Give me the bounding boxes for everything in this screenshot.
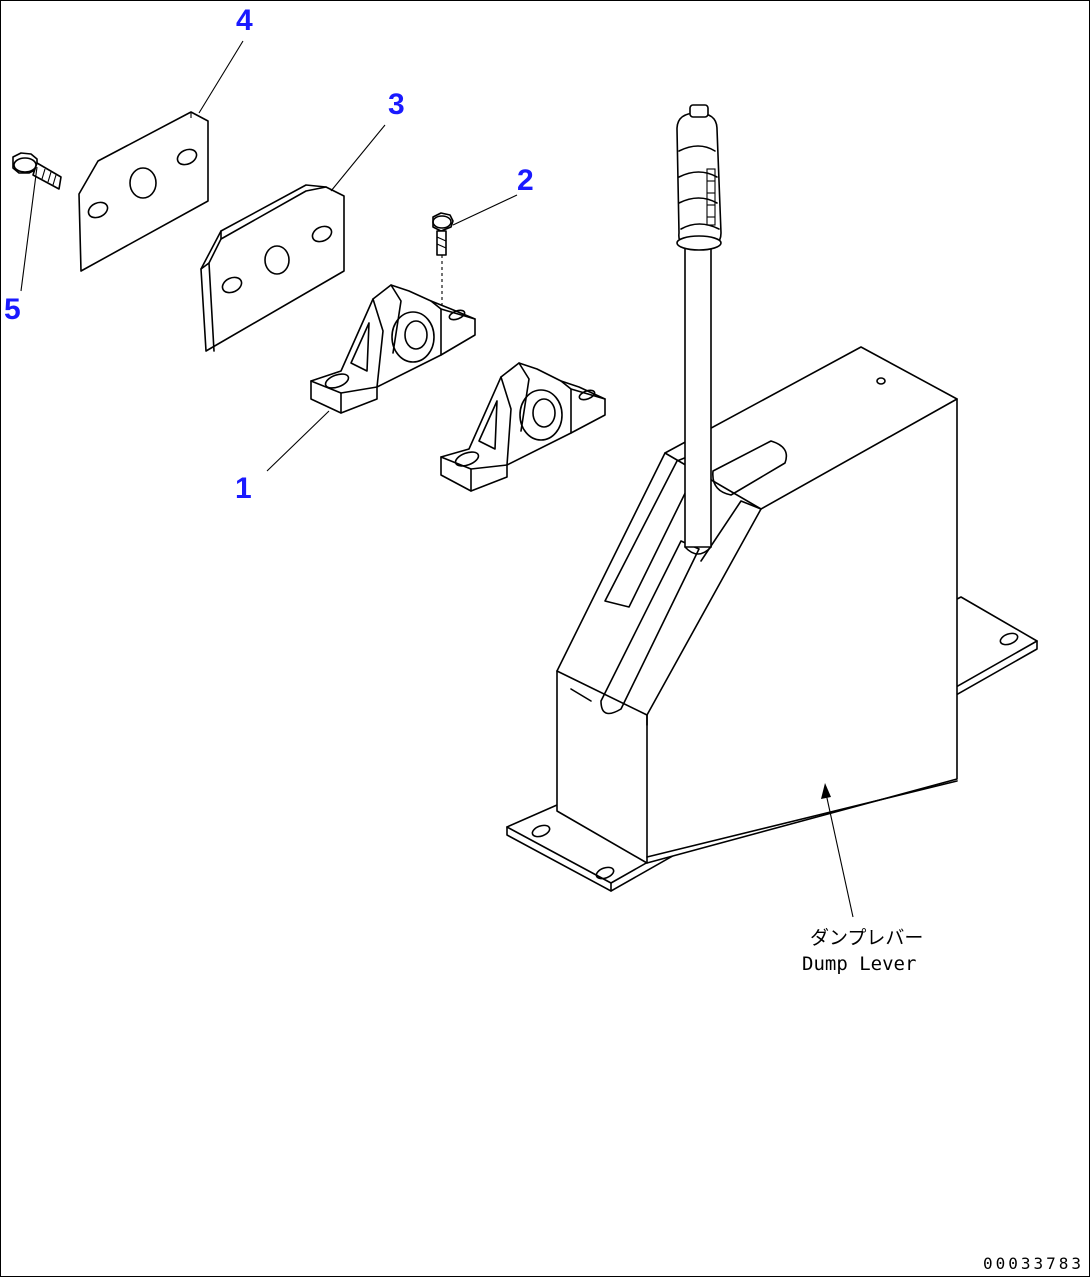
leader-3: [330, 124, 386, 192]
caption-japanese: ダンプレバー: [810, 927, 924, 949]
drawing-code: 00033783: [982, 1254, 1084, 1273]
leader-4: [198, 40, 244, 114]
part-3-plate: [200, 184, 345, 352]
part-4-plate: [78, 111, 209, 272]
part-1-bracket-second: [440, 362, 606, 492]
leader-5: [20, 166, 38, 292]
leader-arrowhead: [821, 783, 831, 799]
part-1-bracket: [310, 284, 476, 414]
leader-dump-lever: [824, 788, 854, 918]
caption-english: Dump Lever: [802, 953, 917, 975]
callout-1: 1: [235, 472, 252, 505]
leader-1: [266, 410, 330, 472]
callout-3: 3: [388, 88, 405, 121]
callout-2: 2: [517, 164, 534, 197]
callout-5: 5: [4, 293, 21, 326]
leader-2: [452, 194, 518, 226]
part-2-bolt: [432, 212, 454, 313]
leader-lines: [20, 40, 854, 918]
callout-4: 4: [236, 4, 253, 37]
dump-lever-assembly: [506, 104, 1038, 892]
